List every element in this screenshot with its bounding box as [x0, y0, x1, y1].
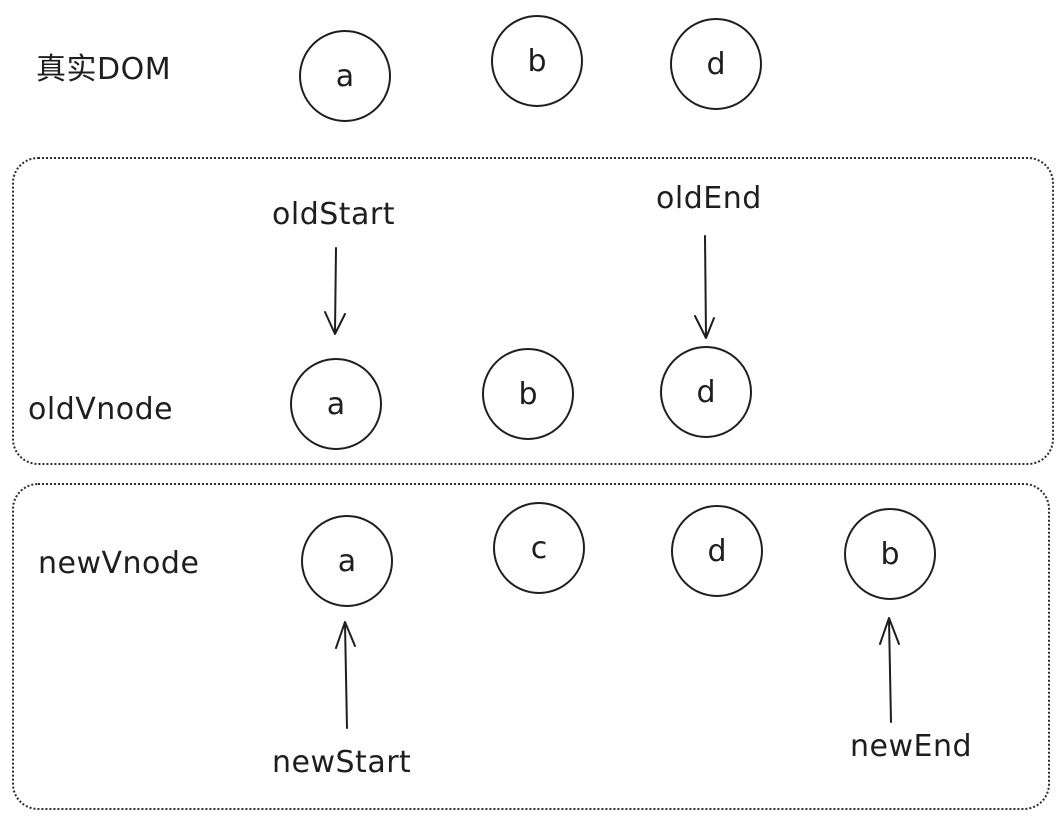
old-vnode-node-a: a — [290, 358, 382, 450]
real-dom-node-d: d — [670, 18, 762, 110]
old-start-arrow — [324, 247, 346, 335]
new-vnode-node-d: d — [671, 505, 763, 597]
old-vnode-node-d: d — [660, 346, 752, 438]
new-start-label: newStart — [272, 745, 412, 780]
new-vnode-node-b: b — [844, 508, 936, 600]
real-dom-node-b: b — [491, 15, 583, 107]
old-end-arrow — [694, 235, 715, 339]
old-vnode-panel — [12, 157, 1054, 465]
real-dom-label: 真实DOM — [36, 52, 172, 87]
new-vnode-panel — [12, 483, 1050, 810]
new-vnode-node-c: c — [493, 502, 585, 594]
old-vnode-node-b: b — [482, 348, 574, 440]
new-end-label: newEnd — [850, 729, 973, 764]
old-end-label: oldEnd — [656, 181, 762, 216]
new-start-arrow — [335, 621, 356, 729]
old-vnode-label: oldVnode — [28, 392, 174, 427]
new-vnode-node-a: a — [301, 515, 393, 607]
real-dom-node-a: a — [299, 30, 391, 122]
new-vnode-label: newVnode — [38, 546, 200, 581]
new-end-arrow — [879, 617, 900, 723]
old-start-label: oldStart — [272, 197, 396, 232]
